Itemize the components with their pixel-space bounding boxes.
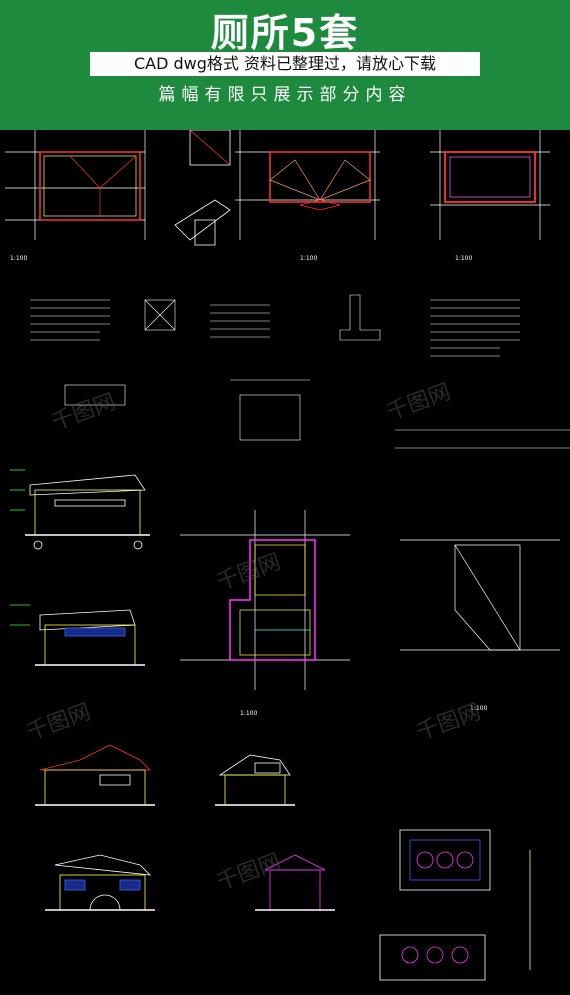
elevation-4 <box>215 754 295 806</box>
svg-text:1:100: 1:100 <box>240 710 257 717</box>
elevation-1 <box>10 469 150 550</box>
floor-plan-1: 1:100 <box>5 130 146 262</box>
svg-text:1:100: 1:100 <box>10 255 27 262</box>
construction-notes-block <box>30 294 570 449</box>
svg-text:1:100: 1:100 <box>470 705 487 712</box>
section-1 <box>255 854 335 911</box>
roof-plan: 1:100 <box>400 539 560 712</box>
page-title: 厕所5套 <box>210 11 360 55</box>
floor-plan-4: 1:100 <box>180 510 350 717</box>
floor-plan-3: 1:100 <box>430 130 550 262</box>
elevation-3 <box>35 744 155 806</box>
format-note-box: CAD dwg格式 资料已整理过，请放心下载 <box>90 52 480 76</box>
detail-plan <box>379 829 531 981</box>
svg-text:1:100: 1:100 <box>300 255 317 262</box>
elevation-2 <box>10 604 145 666</box>
section-detail-1 <box>174 129 231 246</box>
floor-plan-2: 1:100 <box>235 130 380 262</box>
cad-drawing-svg: 1:100 1:100 1:100 <box>0 129 570 990</box>
elevation-5 <box>45 854 155 911</box>
cad-drawing-sheet: 1:100 1:100 1:100 <box>0 129 570 990</box>
svg-text:1:100: 1:100 <box>455 255 472 262</box>
preview-note: 篇幅有限只展示部分内容 <box>158 85 412 105</box>
header-banner: 厕所5套 CAD dwg格式 资料已整理过，请放心下载 篇幅有限只展示部分内容 <box>0 0 570 130</box>
